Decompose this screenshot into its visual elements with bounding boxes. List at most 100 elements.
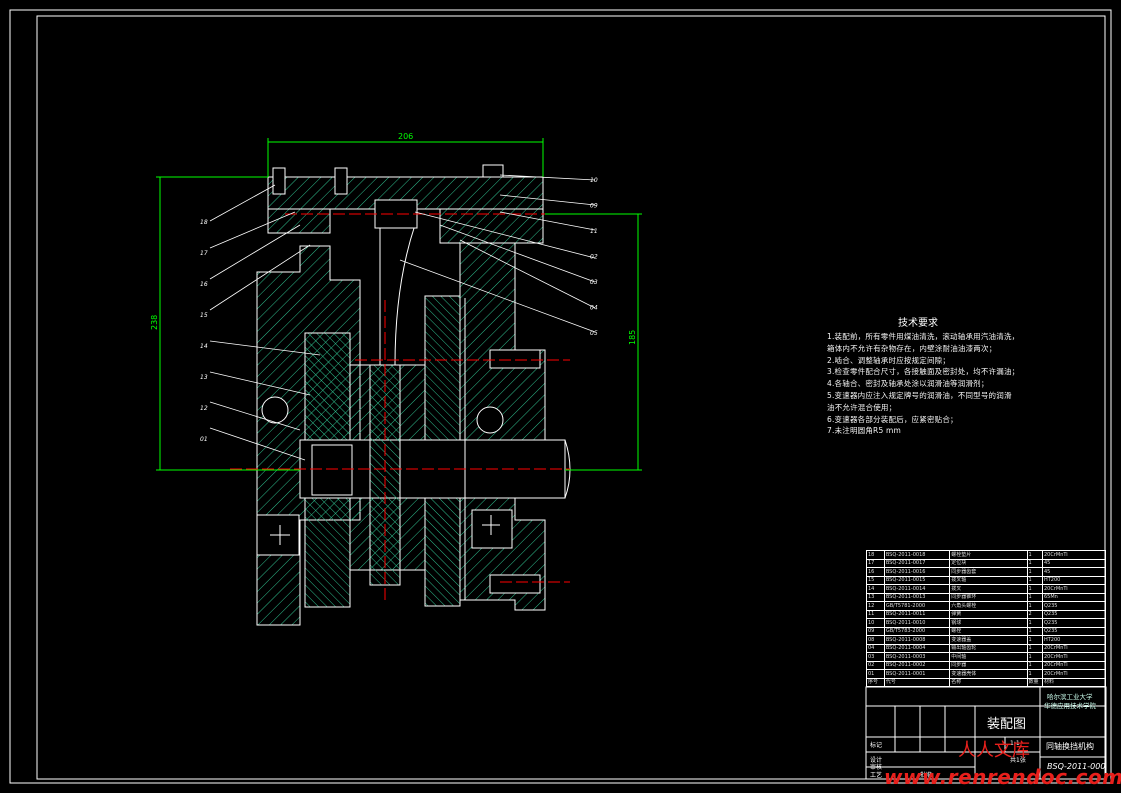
dimensions	[156, 138, 642, 471]
bom-cell: 01	[866, 669, 885, 679]
bom-cell: 20CrMnTi	[1041, 652, 1107, 662]
bom-cell: 1	[1026, 567, 1043, 577]
bom-cell: 20CrMnTi	[1041, 550, 1107, 560]
sheet-border	[9, 9, 1112, 784]
bom-cell: 材料	[1041, 677, 1107, 687]
bom-cell: BSQ-2011-0011	[883, 609, 951, 619]
dim-height-right: 185	[628, 330, 637, 345]
row-label-1: 标记	[870, 742, 883, 749]
bom-cell: 同步器	[949, 660, 1028, 670]
bom-cell: BSQ-2011-0015	[883, 575, 951, 585]
bom-cell: 输出轴齿轮	[949, 643, 1028, 653]
bom-cell: 45	[1041, 558, 1107, 568]
bom-cell: 45	[1041, 567, 1107, 577]
bom-cell: 定位块	[949, 558, 1028, 568]
leader-lines	[209, 174, 596, 461]
bom-cell: 16	[866, 567, 885, 577]
bom-cell: 同步器齿套	[949, 567, 1028, 577]
bom-cell: 1	[1026, 618, 1043, 628]
bom-cell: BSQ-2011-0017	[883, 558, 951, 568]
callout-left-1: 17	[200, 250, 208, 257]
bom-cell: BSQ-2011-0001	[883, 669, 951, 679]
note-line-1: 箱体内不允许有杂物存在，内壁涂耐油油漆两次；	[827, 343, 997, 353]
bom-cell: BSQ-2011-0016	[883, 567, 951, 577]
school-name-1: 哈尔滨工业大学	[1047, 693, 1093, 701]
bom-cell: Q235	[1041, 601, 1107, 611]
callout-right-4: 03	[590, 279, 598, 286]
sheet-count: 共1张	[1010, 757, 1026, 764]
bom-cell: 钢球	[949, 618, 1028, 628]
bom-cell: 变速器壳体	[949, 669, 1028, 679]
note-line-6: 油不允许混合使用；	[827, 402, 897, 412]
callout-left-2: 16	[200, 281, 208, 288]
bom-cell: 2	[1026, 609, 1043, 619]
bom-cell: 1	[1026, 575, 1043, 585]
bom-cell: 1	[1026, 584, 1043, 594]
bom-cell: 螺栓垫片	[949, 550, 1028, 560]
bom-cell: 13	[866, 592, 885, 602]
housing-right	[459, 242, 546, 611]
bom-cell: 1	[1026, 558, 1043, 568]
bom-cell: 10	[866, 618, 885, 628]
note-line-8: 7.未注明圆角R5 mm	[827, 426, 902, 436]
bom-cell: 17	[866, 558, 885, 568]
callout-left-4: 14	[200, 343, 208, 350]
drawing-name: 同轴换挡机构	[1046, 742, 1094, 751]
note-line-4: 4.各轴合、密封及轴承处涂以润滑油等润滑剂；	[827, 379, 989, 389]
bom-cell: 螺栓	[949, 626, 1028, 636]
bom-cell: 20CrMnTi	[1041, 669, 1107, 679]
bom-cell: 1	[1026, 669, 1043, 679]
bom-cell: 1	[1026, 635, 1043, 645]
bom-cell: Q235	[1041, 626, 1107, 636]
school-name-2: 华德应用技术学院	[1044, 702, 1096, 710]
bom-cell: 20CrMnTi	[1041, 584, 1107, 594]
callout-left-7: 01	[200, 436, 208, 443]
bom-cell: 03	[866, 652, 885, 662]
bom-header: 序号代号名称数量材料	[866, 677, 1107, 687]
bom-cell: Q235	[1041, 618, 1107, 628]
dim-width: 206	[398, 132, 413, 141]
bom-cell: Q235	[1041, 609, 1107, 619]
row-label-3: 审核	[870, 764, 883, 771]
bom-cell: HT200	[1041, 635, 1107, 645]
title-block	[865, 686, 1107, 780]
bom-cell: 拨叉轴	[949, 575, 1028, 585]
note-line-5: 5.变速器内应注入规定牌号的润滑油，不同型号的润滑	[827, 391, 1012, 400]
inner-frame	[36, 15, 1106, 780]
bom-cell: 代号	[883, 677, 951, 687]
bom-cell: GB/T5783-2000	[883, 626, 951, 636]
bom-cell: 14	[866, 584, 885, 594]
callout-left-6: 12	[200, 405, 208, 412]
bom-cell: 11	[866, 609, 885, 619]
note-line-7: 6.变速器各部分装配后，应紧密贴合；	[827, 414, 958, 424]
bom-cell: BSQ-2011-0010	[883, 618, 951, 628]
bom-cell: 名称	[949, 677, 1028, 687]
note-line-3: 3.检查零件配合尺寸，各接触面及密封处，均不许漏油；	[827, 367, 1020, 377]
bom-cell: 20CrMnTi	[1041, 643, 1107, 653]
bom-cell: 序号	[866, 677, 885, 687]
callout-left-0: 18	[200, 219, 208, 226]
bom-cell: BSQ-2011-0018	[883, 550, 951, 560]
bom-cell: BSQ-2011-0002	[883, 660, 951, 670]
callout-right-6: 05	[590, 330, 598, 337]
note-line-0: 1.装配前，所有零件用煤油清洗，滚动轴承用汽油清洗，	[827, 332, 1020, 341]
watermark-cn: 人人文库	[958, 740, 1030, 761]
bom-cell: BSQ-2011-0004	[883, 643, 951, 653]
callout-right-5: 04	[590, 305, 598, 312]
center-lines	[230, 213, 570, 600]
bom-cell: 变速器盖	[949, 635, 1028, 645]
bom-cell: 六角头螺栓	[949, 601, 1028, 611]
bom-cell: 弹簧	[949, 609, 1028, 619]
bom-cell: 数量	[1026, 677, 1043, 687]
bom-cell: 拨叉	[949, 584, 1028, 594]
